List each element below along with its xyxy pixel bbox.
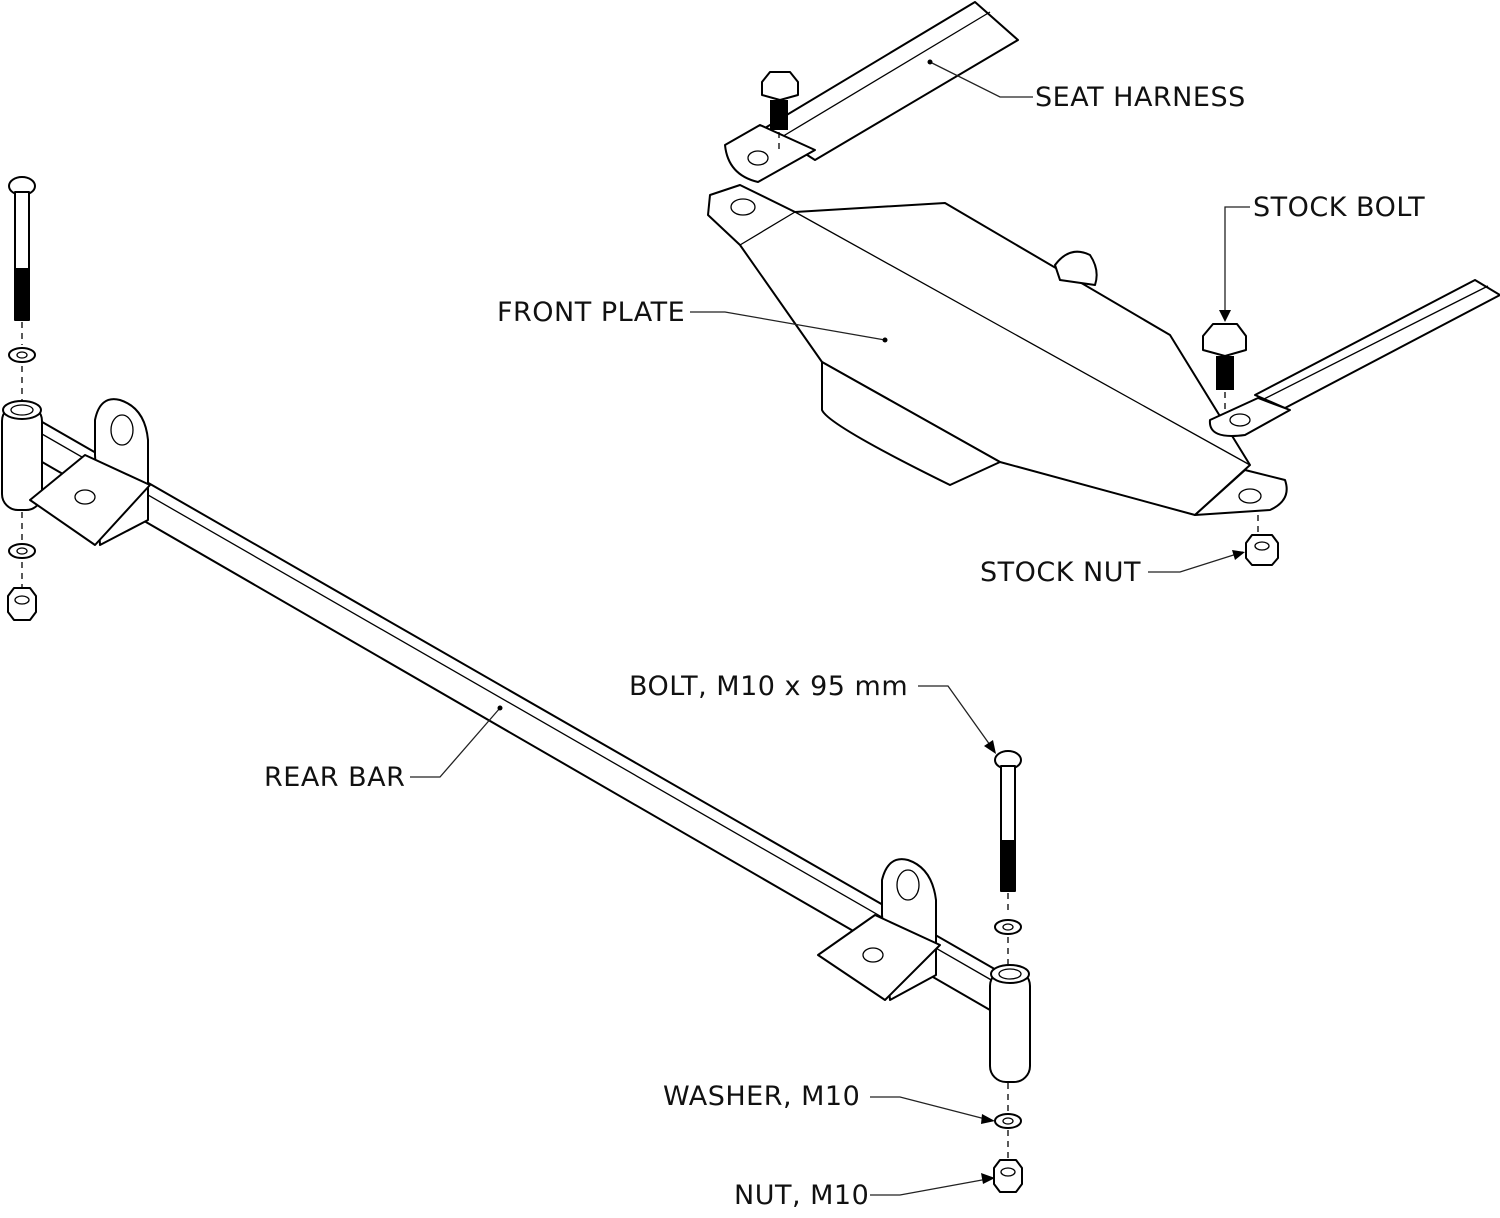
stock-bolt-upper [761, 71, 799, 150]
stock-nut [1245, 515, 1279, 566]
stock-bolt-right [1202, 323, 1247, 412]
seat-harness-right [1208, 279, 1500, 437]
front-plate [707, 184, 1288, 516]
rear-bar [1, 398, 1031, 1083]
right-hardware-stack [993, 750, 1023, 1193]
label-rear-bar: REAR BAR [264, 762, 406, 793]
label-front-plate: FRONT PLATE [497, 297, 686, 328]
label-bolt-m10: BOLT, M10 x 95 mm [629, 671, 909, 702]
label-stock-nut: STOCK NUT [980, 557, 1141, 588]
label-washer-m10: WASHER, M10 [663, 1081, 861, 1112]
label-nut-m10: NUT, M10 [734, 1180, 870, 1211]
label-stock-bolt: STOCK BOLT [1253, 192, 1426, 223]
label-seat-harness: SEAT HARNESS [1035, 82, 1246, 113]
left-hardware-stack [7, 176, 37, 621]
leader-lines [410, 59, 1250, 1196]
seat-harness-upper [724, 1, 1019, 183]
